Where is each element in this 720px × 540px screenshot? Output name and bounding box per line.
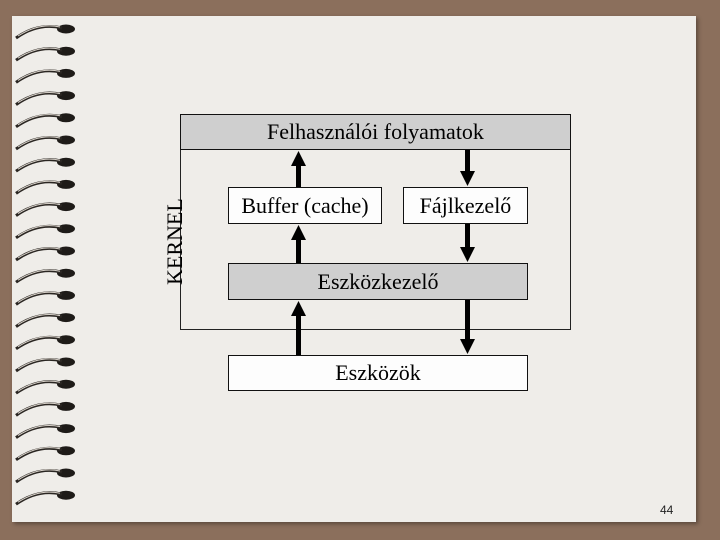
buffer-cache-label: Buffer (cache) — [241, 192, 369, 218]
devices-box: Eszközök — [228, 355, 528, 391]
binding-ring — [15, 202, 75, 217]
user-processes-label: Felhasználói folyamatok — [267, 119, 484, 144]
binding-ring — [15, 46, 75, 62]
binding-ring — [15, 68, 75, 84]
binding-ring — [15, 157, 75, 173]
binding-ring — [15, 490, 75, 506]
buffer-cache-box: Buffer (cache) — [228, 187, 382, 224]
page-number: 44 — [660, 503, 674, 517]
binding-ring — [15, 224, 75, 240]
binding-ring — [15, 313, 75, 328]
spiral-binding — [15, 24, 75, 506]
file-manager-box: Fájlkezelő — [403, 187, 528, 224]
binding-ring — [15, 379, 75, 395]
device-manager-box: Eszközkezelő — [228, 263, 528, 300]
binding-ring — [15, 468, 75, 484]
binding-ring — [15, 357, 75, 373]
binding-ring — [15, 335, 75, 351]
binding-ring — [15, 401, 75, 417]
binding-ring — [15, 446, 75, 462]
kernel-label: KERNEL — [162, 198, 187, 285]
binding-ring — [15, 91, 75, 106]
binding-ring — [15, 113, 75, 129]
device-manager-label: Eszközkezelő — [317, 268, 439, 294]
devices-label: Eszközök — [335, 360, 421, 385]
binding-ring — [15, 135, 75, 151]
binding-ring — [15, 246, 75, 262]
user-processes-box: Felhasználói folyamatok — [180, 114, 571, 150]
binding-ring — [15, 179, 75, 195]
binding-ring — [15, 290, 75, 306]
binding-ring — [15, 424, 75, 439]
file-manager-label: Fájlkezelő — [419, 192, 512, 218]
binding-ring — [15, 268, 75, 284]
binding-ring — [15, 24, 75, 40]
